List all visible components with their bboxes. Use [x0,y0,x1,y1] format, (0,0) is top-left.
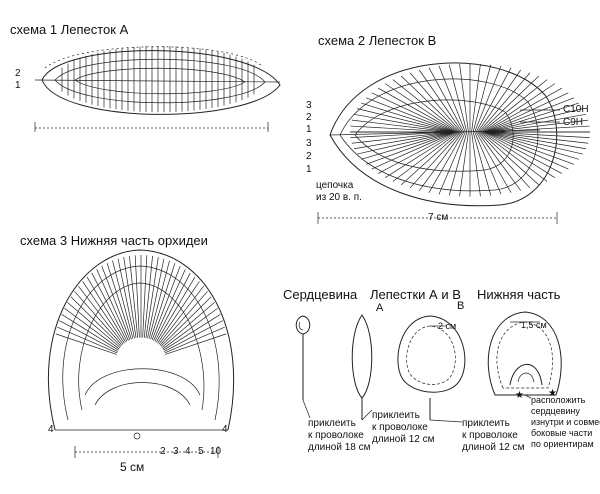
scheme2-title: схема 2 Лепесток В [318,33,437,48]
heart-note: приклеить к проволоке длиной 18 см [308,418,371,453]
row-number-2: 2 [160,446,166,457]
stitch-mark-c9h: С9Н [563,117,584,128]
petal-b-note: приклеить к проволоке длиной 12 см [462,418,525,453]
row-number-3: 3 [173,446,179,457]
petal-a-letter: А [376,302,384,314]
petals-title: Лепестки А и В [370,287,461,302]
scheme3-side-mark-right: 4 [222,424,228,435]
scheme2-row-mark-2a: 2 [306,112,312,123]
petal-a-note: приклеить к проволоке длиной 12 см [372,410,435,445]
heart-shape [295,315,311,400]
svg-text:★: ★ [515,390,524,401]
lower-part-shape: ★ ★ [487,311,562,401]
petal-b-shape [397,315,466,420]
chain-note: цепочка из 20 в. п. [316,180,362,203]
stitch-mark-c10h: С10Н [563,104,589,115]
scheme3-lower-part [47,249,235,458]
row-number-4: 4 [185,446,191,457]
row-number-5: 5 [198,446,204,457]
scheme2-row-mark-1a: 1 [306,124,312,135]
scheme1-petal [34,46,281,132]
scheme3-dimension: 5 см [120,460,145,474]
lower-part-title: Нижняя часть [477,287,561,302]
lower-part-measure: 1,5 см [521,320,547,330]
scheme1-row-mark-2: 2 [15,68,21,79]
scheme2-row-mark-2b: 2 [306,151,312,162]
row-number-10: 10 [210,446,222,457]
scheme3-title: схема 3 Нижняя часть орхидеи [20,233,208,248]
scheme1-row-mark-1: 1 [15,80,21,91]
petal-b-letter: В [457,300,465,312]
scheme1-title: схема 1 Лепесток А [10,22,129,37]
scheme2-row-mark-1b: 1 [306,164,312,175]
scheme2-dimension: 7 см [428,212,449,223]
scheme2-row-mark-3b: 3 [306,138,312,149]
heart-title: Сердцевина [283,287,358,302]
scheme2-petal [317,62,590,224]
scheme3-side-mark-left: 4 [48,424,54,435]
petal-b-measure: 2 см [438,321,457,331]
scheme2-row-mark-3a: 3 [306,100,312,111]
lower-part-note: расположить сердцевину изнутри и совмест… [531,395,600,449]
svg-text:★: ★ [548,388,557,399]
petal-a-shape [351,314,373,420]
